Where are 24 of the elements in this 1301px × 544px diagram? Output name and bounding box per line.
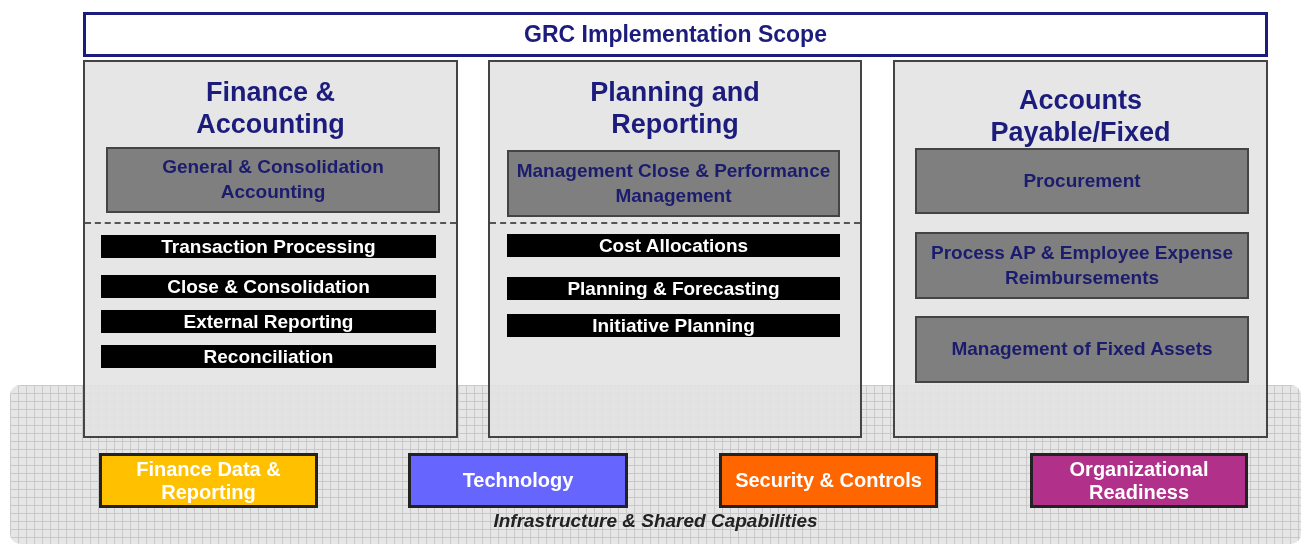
task-bar: Transaction Processing bbox=[101, 235, 436, 258]
band-label: Infrastructure & Shared Capabilities bbox=[492, 510, 819, 532]
task-bar: Initiative Planning bbox=[507, 314, 840, 337]
area-heading: Planning and Reporting bbox=[589, 76, 761, 141]
task-bar: Reconciliation bbox=[101, 345, 436, 368]
capability-box: Technology bbox=[408, 453, 628, 508]
process-box: Management Close & Performance Management bbox=[507, 150, 840, 217]
area-panel bbox=[488, 60, 862, 438]
area-heading: Finance & Accounting bbox=[195, 76, 346, 141]
process-box: Process AP & Employee Expense Reimbursements bbox=[915, 232, 1249, 299]
task-bar: Cost Allocations bbox=[507, 234, 840, 257]
area-heading: Accounts Payable/Fixed bbox=[989, 84, 1172, 149]
process-box: General & Consolidation Accounting bbox=[106, 147, 440, 213]
capability-box: Security & Controls bbox=[719, 453, 938, 508]
process-box: Procurement bbox=[915, 148, 1249, 214]
area-panel bbox=[83, 60, 458, 438]
title-banner: GRC Implementation Scope bbox=[83, 12, 1268, 57]
capability-box: Finance Data & Reporting bbox=[99, 453, 318, 508]
area-panel bbox=[893, 60, 1268, 438]
task-bar: External Reporting bbox=[101, 310, 436, 333]
process-box: Management of Fixed Assets bbox=[915, 316, 1249, 383]
task-bar: Planning & Forecasting bbox=[507, 277, 840, 300]
task-bar: Close & Consolidation bbox=[101, 275, 436, 298]
capability-box: Organizational Readiness bbox=[1030, 453, 1248, 508]
